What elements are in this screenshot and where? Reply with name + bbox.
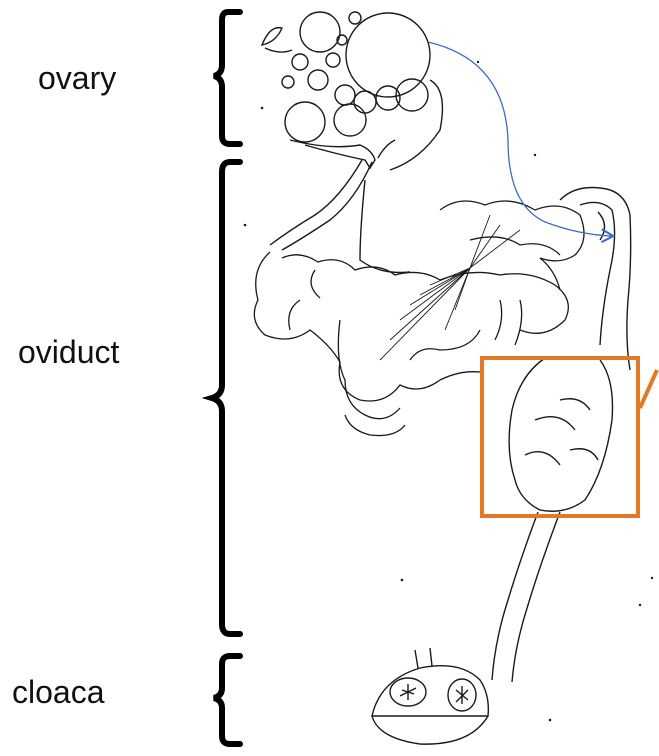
- cloaca-drawing: [372, 648, 488, 744]
- vagina-drawing: [492, 512, 560, 682]
- oviduct-bracket: [212, 162, 240, 634]
- ovary-bracket: [214, 12, 240, 144]
- ovary-drawing: [262, 12, 430, 168]
- ovulation-arrow: [428, 42, 612, 236]
- highlight-box: [482, 358, 638, 516]
- highlight-callout-line: [640, 370, 657, 408]
- specks: [244, 61, 654, 722]
- isthmus-drawing: [560, 188, 631, 371]
- cloaca-bracket: [214, 656, 240, 744]
- mesentery-lines: [380, 215, 520, 360]
- shell-gland-drawing: [509, 358, 612, 511]
- magnum-drawing: [254, 201, 584, 436]
